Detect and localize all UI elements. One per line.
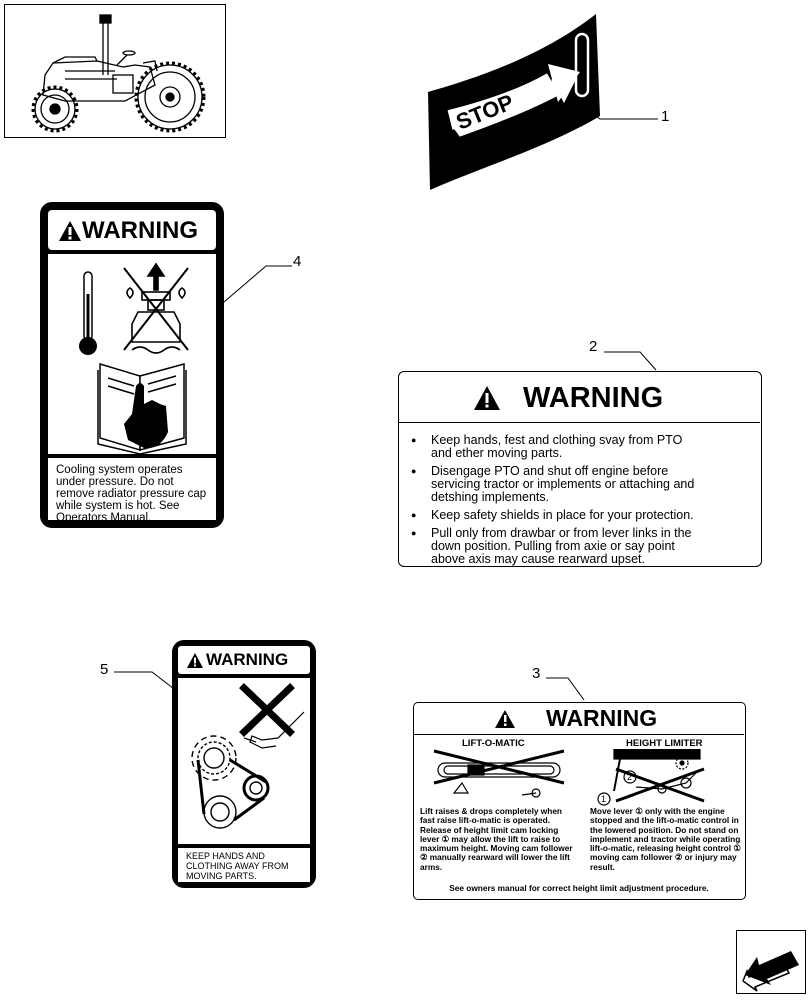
decal3-header: WARNING	[414, 703, 744, 735]
warning-triangle-icon	[474, 386, 500, 410]
decal4-title: WARNING	[82, 217, 198, 244]
lift-o-matic-text: Lift raises & drops completely when fast…	[420, 806, 573, 872]
warning-triangle-icon	[495, 710, 515, 728]
callout-2: 2	[589, 338, 598, 355]
pto-warning-decal: WARNING Keep hands, fest and clothing sv…	[398, 371, 762, 567]
leader-line-3	[546, 677, 585, 701]
tractor-icon	[31, 14, 206, 133]
decal3-title: WARNING	[546, 705, 658, 731]
decal2-header: WARNING	[399, 372, 760, 423]
leader-line-5	[114, 671, 179, 693]
callout-1: 1	[661, 108, 670, 125]
pointing-hand-icon	[124, 383, 168, 449]
height-limiter-pictogram: 1 2	[597, 749, 705, 806]
arrow-left-down-icon	[742, 951, 799, 992]
moving-parts-warning-decal: WARNING	[172, 640, 316, 888]
lift-o-matic-heading: LIFT-O-MATIC	[462, 738, 525, 749]
marker-1: 1	[601, 794, 606, 804]
list-item: Pull only from drawbar or from lever lin…	[403, 527, 703, 566]
leader-line-2	[604, 351, 657, 371]
decal5-title: WARNING	[206, 650, 289, 669]
prohibited-x-icon	[123, 267, 189, 351]
prohibited-x-icon	[433, 749, 565, 785]
decal2-list: Keep hands, fest and clothing svay from …	[403, 434, 703, 571]
list-item: Keep hands, fest and clothing svay from …	[403, 434, 703, 460]
lift-o-matic-pictogram	[433, 749, 565, 798]
decal5-pictogram	[178, 678, 310, 844]
fan-belt-icon	[191, 735, 270, 829]
decal4-pictogram	[48, 254, 216, 455]
list-item: Disengage PTO and shut off engine before…	[403, 465, 703, 504]
marker-2: 2	[627, 772, 632, 782]
navigation-arrow-button[interactable]	[736, 930, 806, 994]
stop-decal: STOP	[428, 14, 600, 190]
thermometer-icon	[79, 271, 97, 355]
leader-line-1	[577, 102, 658, 120]
warning-triangle-icon	[59, 221, 81, 241]
height-limiter-text: Move lever ① only with the engine stoppe…	[590, 806, 741, 872]
list-item: Keep safety shields in place for your pr…	[403, 509, 703, 523]
radiator-warning-decal: WARNING	[40, 202, 224, 528]
callout-4: 4	[293, 253, 302, 270]
decal5-header: WARNING	[178, 646, 310, 674]
decal3-footer: See owners manual for correct height lim…	[449, 883, 709, 893]
leader-line-4	[223, 265, 292, 303]
callout-3: 3	[532, 665, 541, 682]
warning-triangle-icon	[187, 653, 203, 668]
decal5-text: KEEP HANDS AND CLOTHING AWAY FROM MOVING…	[178, 848, 310, 882]
prohibited-x-icon	[239, 683, 295, 737]
decal4-text: Cooling system operates under pressure. …	[48, 458, 216, 524]
decal4-header: WARNING	[48, 210, 216, 250]
prohibited-x-icon	[615, 767, 705, 803]
decal2-title: WARNING	[523, 382, 664, 414]
radiator-cap-icon	[126, 262, 186, 354]
tractor-thumbnail	[4, 4, 226, 138]
height-limiter-heading: HEIGHT LIMITER	[626, 738, 703, 749]
callout-5: 5	[100, 661, 109, 678]
hand-icon	[243, 711, 305, 749]
lift-o-matic-warning-decal: WARNING LIFT-O-MATIC HEIGHT LIMITER	[413, 702, 746, 900]
